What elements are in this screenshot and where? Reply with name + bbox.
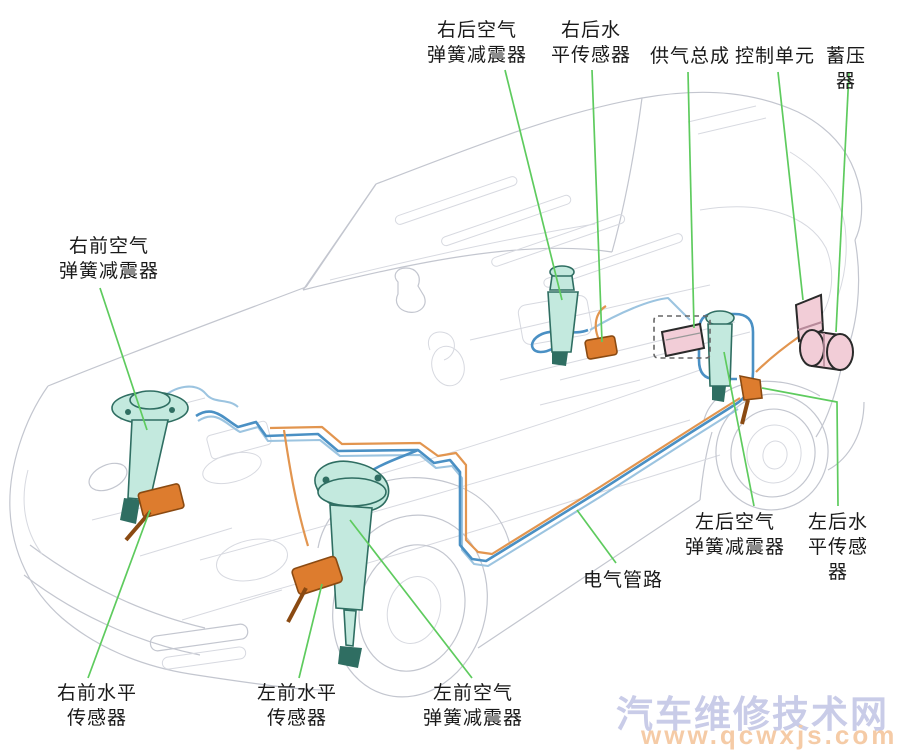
rear-left-level-sensor [739, 374, 763, 425]
leader-rr-level-sensor [591, 69, 603, 343]
accumulator [799, 329, 854, 372]
front-right-level-sensor [124, 483, 185, 542]
front-left-air-spring-damper [314, 460, 390, 668]
rear-left-air-spring-damper [705, 310, 735, 402]
watermark-site-name: 汽车维修技术网 [616, 694, 889, 735]
control-unit [794, 293, 825, 343]
leader-air-supply [687, 71, 695, 329]
label-air-supply-assembly: 供气总成 [649, 46, 731, 67]
label-control-unit: 控制单元 [734, 46, 816, 67]
air-supply-assembly [653, 315, 711, 359]
leader-accumulator [835, 71, 850, 333]
label-electric-line: 电气管路 [582, 570, 664, 591]
watermark-site-url: www.qcwxjs.com [641, 720, 898, 750]
label-front-left-air-spring-damper: 左前空气 弹簧减震器 [422, 683, 524, 729]
leader-lr-level-sensor [761, 387, 839, 507]
car-body-outline [9, 91, 865, 691]
front-right-air-spring-damper [111, 390, 189, 524]
leader-lines [87, 69, 850, 679]
label-rear-right-level-sensor: 右后水 平传感器 [550, 20, 632, 66]
label-rear-left-level-sensor: 左后水 平传感器 [807, 512, 868, 583]
rear-right-air-spring-damper [547, 265, 579, 366]
rear-right-level-sensor [584, 335, 618, 360]
label-front-right-level-sensor: 右前水平 传感器 [56, 683, 138, 729]
leader-electric-line [576, 509, 617, 564]
leader-control-unit [777, 71, 804, 301]
leader-lr-air-spring [723, 351, 755, 507]
label-front-left-level-sensor: 左前水平 传感器 [256, 683, 338, 729]
leader-lf-air-spring [349, 519, 473, 679]
label-rear-left-air-spring-damper: 左后空气 弹簧减震器 [684, 512, 786, 558]
leader-rr-air-spring [504, 69, 563, 301]
leader-lf-level-sensor [298, 583, 323, 679]
label-rear-right-air-spring-damper: 右后空气 弹簧减震器 [426, 20, 528, 66]
label-front-right-air-spring-damper: 右前空气 弹簧减震器 [58, 236, 160, 282]
label-accumulator: 蓄压器 [825, 46, 866, 92]
leader-rf-level-sensor [87, 509, 151, 679]
leader-rf-air-spring [99, 287, 148, 431]
